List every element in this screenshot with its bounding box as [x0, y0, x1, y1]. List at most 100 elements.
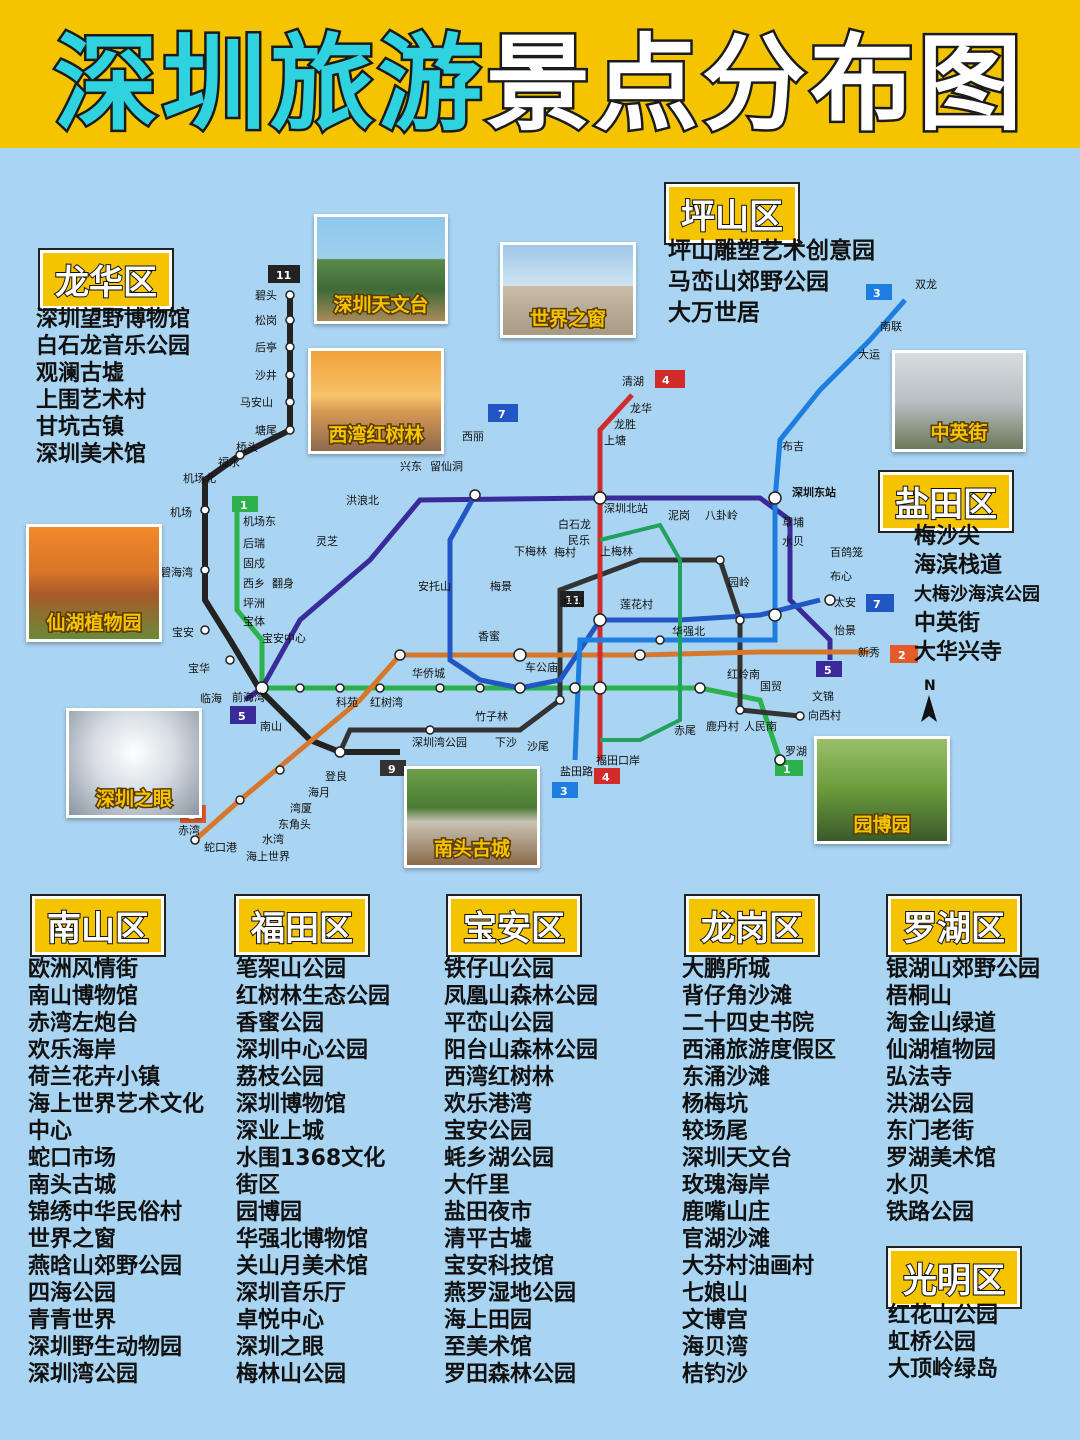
label-longgang: 龙岗区 — [686, 896, 818, 955]
svg-text:西丽: 西丽 — [462, 430, 484, 443]
svg-text:后亭: 后亭 — [255, 340, 277, 354]
svg-text:宝体: 宝体 — [243, 614, 265, 628]
svg-text:南联: 南联 — [880, 320, 902, 333]
list-futian: 笔架山公园 红树林生态公园 香蜜公园 深圳中心公园 荔枝公园 深圳博物馆 深业上… — [236, 957, 391, 1387]
svg-text:梅村: 梅村 — [554, 545, 576, 559]
svg-text:东角头: 东角头 — [278, 818, 311, 831]
svg-text:留仙洞: 留仙洞 — [430, 460, 463, 473]
svg-text:上塘: 上塘 — [604, 433, 626, 447]
label-luohu: 罗湖区 — [888, 896, 1020, 955]
svg-text:机场北: 机场北 — [183, 471, 216, 485]
svg-text:洪浪北: 洪浪北 — [346, 493, 379, 507]
svg-text:海上世界: 海上世界 — [246, 849, 290, 863]
photo-tianwentai: 深圳天文台 — [314, 214, 448, 324]
label-baoan: 宝安区 — [448, 896, 580, 955]
photo-xianhu: 仙湖植物园 — [26, 524, 162, 642]
svg-text:3: 3 — [560, 785, 568, 798]
metro-map: 11 1 5 9 2 7 4 3 7 2 5 11 1 3 4 碧头 松岗 后亭 — [160, 265, 937, 863]
svg-text:机场: 机场 — [170, 505, 192, 519]
svg-text:翻身: 翻身 — [272, 576, 294, 590]
svg-text:9: 9 — [388, 763, 396, 776]
svg-text:人民南: 人民南 — [744, 720, 777, 733]
svg-text:太安: 太安 — [834, 595, 856, 609]
svg-text:福永: 福永 — [218, 455, 240, 469]
photo-yuanboyuan: 园博园 — [814, 736, 950, 844]
svg-text:桥头: 桥头 — [236, 441, 258, 454]
svg-text:机场东: 机场东 — [243, 514, 276, 528]
svg-text:碧海湾: 碧海湾 — [160, 565, 193, 579]
label-yantian: 盐田区 — [880, 472, 1012, 531]
svg-text:沙尾: 沙尾 — [527, 740, 549, 753]
list-pingshan: 坪山雕塑艺术创意园 马峦山郊野公园 大万世居 — [668, 238, 875, 326]
svg-text:科苑: 科苑 — [336, 695, 358, 709]
line-loop — [599, 522, 682, 742]
svg-text:后瑞: 后瑞 — [243, 536, 265, 550]
photo-shijiezhichuang: 世界之窗 — [500, 242, 636, 338]
svg-text:1: 1 — [240, 499, 248, 512]
svg-text:白石龙: 白石龙 — [558, 517, 591, 531]
list-baoan: 铁仔山公园 凤凰山森林公园 平峦山公园 阳台山森林公园 西湾红树林 欢乐港湾 宝… — [444, 957, 599, 1387]
svg-text:龙胜: 龙胜 — [614, 417, 636, 431]
svg-text:宝华: 宝华 — [188, 661, 210, 675]
svg-text:5: 5 — [824, 664, 832, 677]
svg-text:11: 11 — [276, 269, 291, 282]
list-nanshan: 欧洲风情街 南山博物馆 赤湾左炮台 欢乐海岸 荷兰花卉小镇 海上世界艺术文化 中… — [28, 957, 205, 1387]
svg-text:水贝: 水贝 — [782, 535, 804, 548]
svg-text:草埔: 草埔 — [782, 516, 804, 529]
svg-text:深圳东站: 深圳东站 — [792, 485, 836, 499]
svg-text:2: 2 — [898, 649, 906, 662]
svg-text:龙华: 龙华 — [630, 401, 652, 415]
svg-text:上梅林: 上梅林 — [600, 544, 633, 558]
svg-text:赤尾: 赤尾 — [674, 724, 696, 737]
label-guangming: 光明区 — [888, 1248, 1020, 1307]
svg-text:八卦岭: 八卦岭 — [705, 508, 738, 522]
svg-text:红树湾: 红树湾 — [370, 695, 403, 709]
svg-text:国贸: 国贸 — [760, 680, 782, 693]
svg-text:前海湾: 前海湾 — [232, 690, 265, 704]
label-pingshan: 坪山区 — [666, 184, 798, 243]
svg-text:下沙: 下沙 — [495, 736, 517, 749]
svg-text:福田: 福田 — [562, 595, 584, 609]
svg-text:塘尾: 塘尾 — [255, 423, 277, 437]
line-7 — [447, 493, 821, 691]
svg-text:清湖: 清湖 — [622, 375, 644, 388]
svg-text:N: N — [924, 678, 936, 694]
svg-text:文锦: 文锦 — [812, 689, 834, 703]
svg-text:布心: 布心 — [830, 570, 852, 583]
svg-text:红岭南: 红岭南 — [727, 667, 760, 681]
svg-text:海月: 海月 — [308, 785, 330, 799]
svg-text:园岭: 园岭 — [728, 575, 750, 589]
svg-text:兴东: 兴东 — [400, 460, 422, 473]
list-longgang: 大鹏所城 背仔角沙滩 二十四史书院 西涌旅游度假区 东涌沙滩 杨梅坑 较场尾 深… — [682, 957, 837, 1387]
line-4 — [597, 393, 634, 760]
svg-text:罗湖: 罗湖 — [785, 745, 807, 758]
svg-text:1: 1 — [783, 763, 791, 776]
svg-text:宝安: 宝安 — [172, 625, 194, 639]
svg-text:宝安中心: 宝安中心 — [262, 631, 306, 645]
svg-text:华强北: 华强北 — [672, 624, 705, 638]
svg-text:4: 4 — [602, 771, 610, 784]
label-nanshan: 南山区 — [32, 896, 164, 955]
svg-text:新秀: 新秀 — [858, 645, 880, 659]
svg-text:固戍: 固戍 — [243, 557, 265, 570]
svg-text:西乡: 西乡 — [243, 577, 265, 590]
svg-text:7: 7 — [498, 408, 506, 421]
title-banner — [0, 0, 1080, 148]
svg-text:布吉: 布吉 — [782, 440, 804, 453]
svg-text:安托山: 安托山 — [418, 579, 451, 593]
station-labels: 碧头 松岗 后亭 沙井 马安山 塘尾 桥头 福永 机场北 机场 碧海湾 宝安 宝… — [160, 278, 937, 863]
list-longhua: 深圳望野博物馆 白石龙音乐公园 观澜古墟 上围艺术村 甘坑古镇 深圳美术馆 — [36, 307, 191, 467]
photo-zhongyingjie: 中英街 — [892, 350, 1026, 452]
svg-text:7: 7 — [873, 598, 881, 611]
svg-text:向西村: 向西村 — [808, 708, 841, 722]
photo-xiwan: 西湾红树林 — [308, 348, 444, 454]
svg-text:马安山: 马安山 — [240, 395, 273, 409]
title-part2: 景点分布图 — [483, 20, 1027, 147]
svg-text:下梅林: 下梅林 — [514, 544, 547, 558]
svg-text:双龙: 双龙 — [915, 278, 937, 291]
svg-text:松岗: 松岗 — [255, 313, 277, 327]
svg-text:登良: 登良 — [325, 769, 347, 783]
svg-text:11: 11 — [565, 594, 580, 607]
svg-text:梅景: 梅景 — [490, 579, 512, 593]
svg-text:4: 4 — [662, 374, 670, 387]
